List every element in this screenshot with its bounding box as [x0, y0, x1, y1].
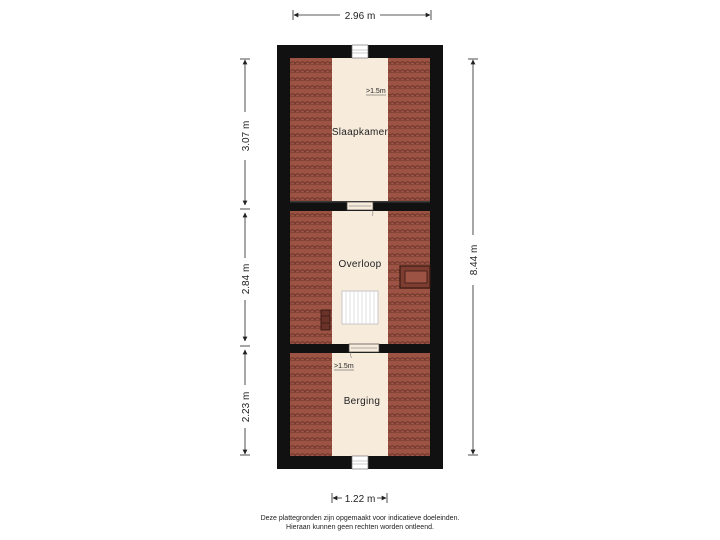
- window-bottom: [351, 455, 369, 470]
- dimension-bottom-label: 1.22 m: [345, 494, 376, 505]
- slaapkamer-floor: [332, 58, 388, 201]
- dimension-left-middle-label: 2.84 m: [241, 264, 252, 295]
- dimension-left: [240, 58, 250, 456]
- room-label-overloop: Overloop: [339, 259, 382, 270]
- disclaimer-line-2: Hieraan kunnen geen rechten worden ontle…: [286, 524, 434, 531]
- height-note-berging: >1.5m: [334, 363, 354, 370]
- window-top: [351, 44, 369, 59]
- door-lower: [348, 343, 380, 359]
- room-label-slaapkamer: Slaapkamer: [332, 127, 389, 138]
- roof-slope-right: [388, 58, 430, 456]
- dimension-right-label: 8.44 m: [469, 245, 480, 276]
- dimension-left-lower-label: 2.23 m: [241, 392, 252, 423]
- disclaimer-line-1: Deze plattegronden zijn opgemaakt voor i…: [261, 515, 460, 522]
- roof-vent: [320, 309, 331, 331]
- door-upper: [346, 201, 374, 217]
- chimney: [399, 265, 431, 289]
- staircase: [341, 290, 379, 325]
- dimension-top-label: 2.96 m: [345, 11, 376, 22]
- dimension-bottom: [331, 493, 388, 503]
- height-note-slaapkamer: >1.5m: [366, 88, 386, 95]
- room-label-berging: Berging: [344, 396, 381, 407]
- dimension-right: [468, 58, 478, 456]
- dimension-left-upper-label: 3.07 m: [241, 121, 252, 152]
- dimension-top: [292, 10, 432, 20]
- roof-slope-left: [290, 58, 332, 456]
